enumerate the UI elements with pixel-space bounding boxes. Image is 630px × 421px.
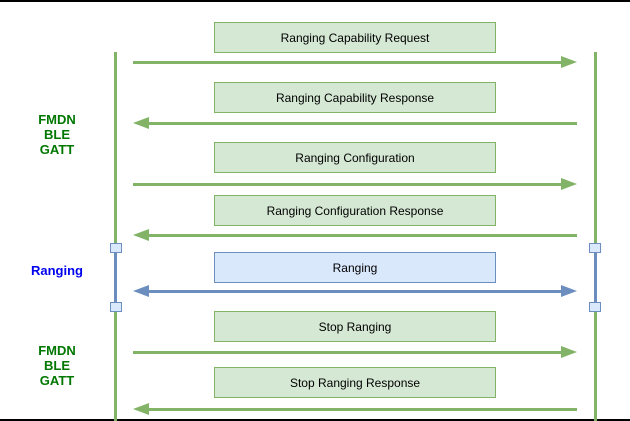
arrowhead-left-icon — [133, 403, 149, 415]
arrow-shaft — [146, 408, 577, 411]
message-box-stop-ranging: Stop Ranging — [214, 311, 496, 342]
arrow-both-ranging — [133, 285, 577, 297]
arrow-left-ranging-configuration-response — [133, 229, 577, 241]
arrow-shaft — [146, 234, 577, 237]
ranging-endpoint-marker — [589, 243, 601, 253]
message-box-ranging-configuration: Ranging Configuration — [214, 142, 496, 173]
message-box-ranging-capability-response: Ranging Capability Response — [214, 82, 496, 113]
arrow-shaft — [133, 351, 564, 354]
arrowhead-left-icon — [133, 285, 149, 297]
arrowhead-right-icon — [561, 285, 577, 297]
lifeline-right — [594, 52, 597, 421]
ranging-endpoint-marker — [110, 302, 122, 312]
arrow-right-stop-ranging — [133, 346, 577, 358]
arrow-shaft — [133, 183, 564, 186]
phase-label-fmdn-ble-gatt-1: FMDN BLE GATT — [38, 112, 76, 157]
arrowhead-left-icon — [133, 117, 149, 129]
message-box-stop-ranging-response: Stop Ranging Response — [214, 367, 496, 398]
top-border-line — [0, 0, 630, 2]
arrow-shaft — [133, 61, 564, 64]
message-box-ranging-capability-request: Ranging Capability Request — [214, 22, 496, 53]
arrowhead-right-icon — [561, 178, 577, 190]
message-box-ranging-configuration-response: Ranging Configuration Response — [214, 195, 496, 226]
ranging-segment-right — [594, 248, 597, 307]
ranging-endpoint-marker — [589, 302, 601, 312]
ranging-endpoint-marker — [110, 243, 122, 253]
message-box-ranging: Ranging — [214, 252, 496, 283]
arrow-shaft — [146, 122, 577, 125]
arrow-right-ranging-configuration — [133, 178, 577, 190]
arrowhead-right-icon — [561, 56, 577, 68]
arrowhead-right-icon — [561, 346, 577, 358]
arrow-left-stop-ranging-response — [133, 403, 577, 415]
ranging-segment-left — [114, 248, 117, 307]
bottom-border-line — [0, 419, 630, 421]
phase-label-fmdn-ble-gatt-2: FMDN BLE GATT — [38, 343, 76, 388]
arrow-left-ranging-capability-response — [133, 117, 577, 129]
phase-label-ranging: Ranging — [31, 263, 83, 278]
arrow-right-ranging-capability-request — [133, 56, 577, 68]
arrowhead-left-icon — [133, 229, 149, 241]
lifeline-left — [114, 52, 117, 421]
arrow-shaft — [146, 290, 564, 293]
